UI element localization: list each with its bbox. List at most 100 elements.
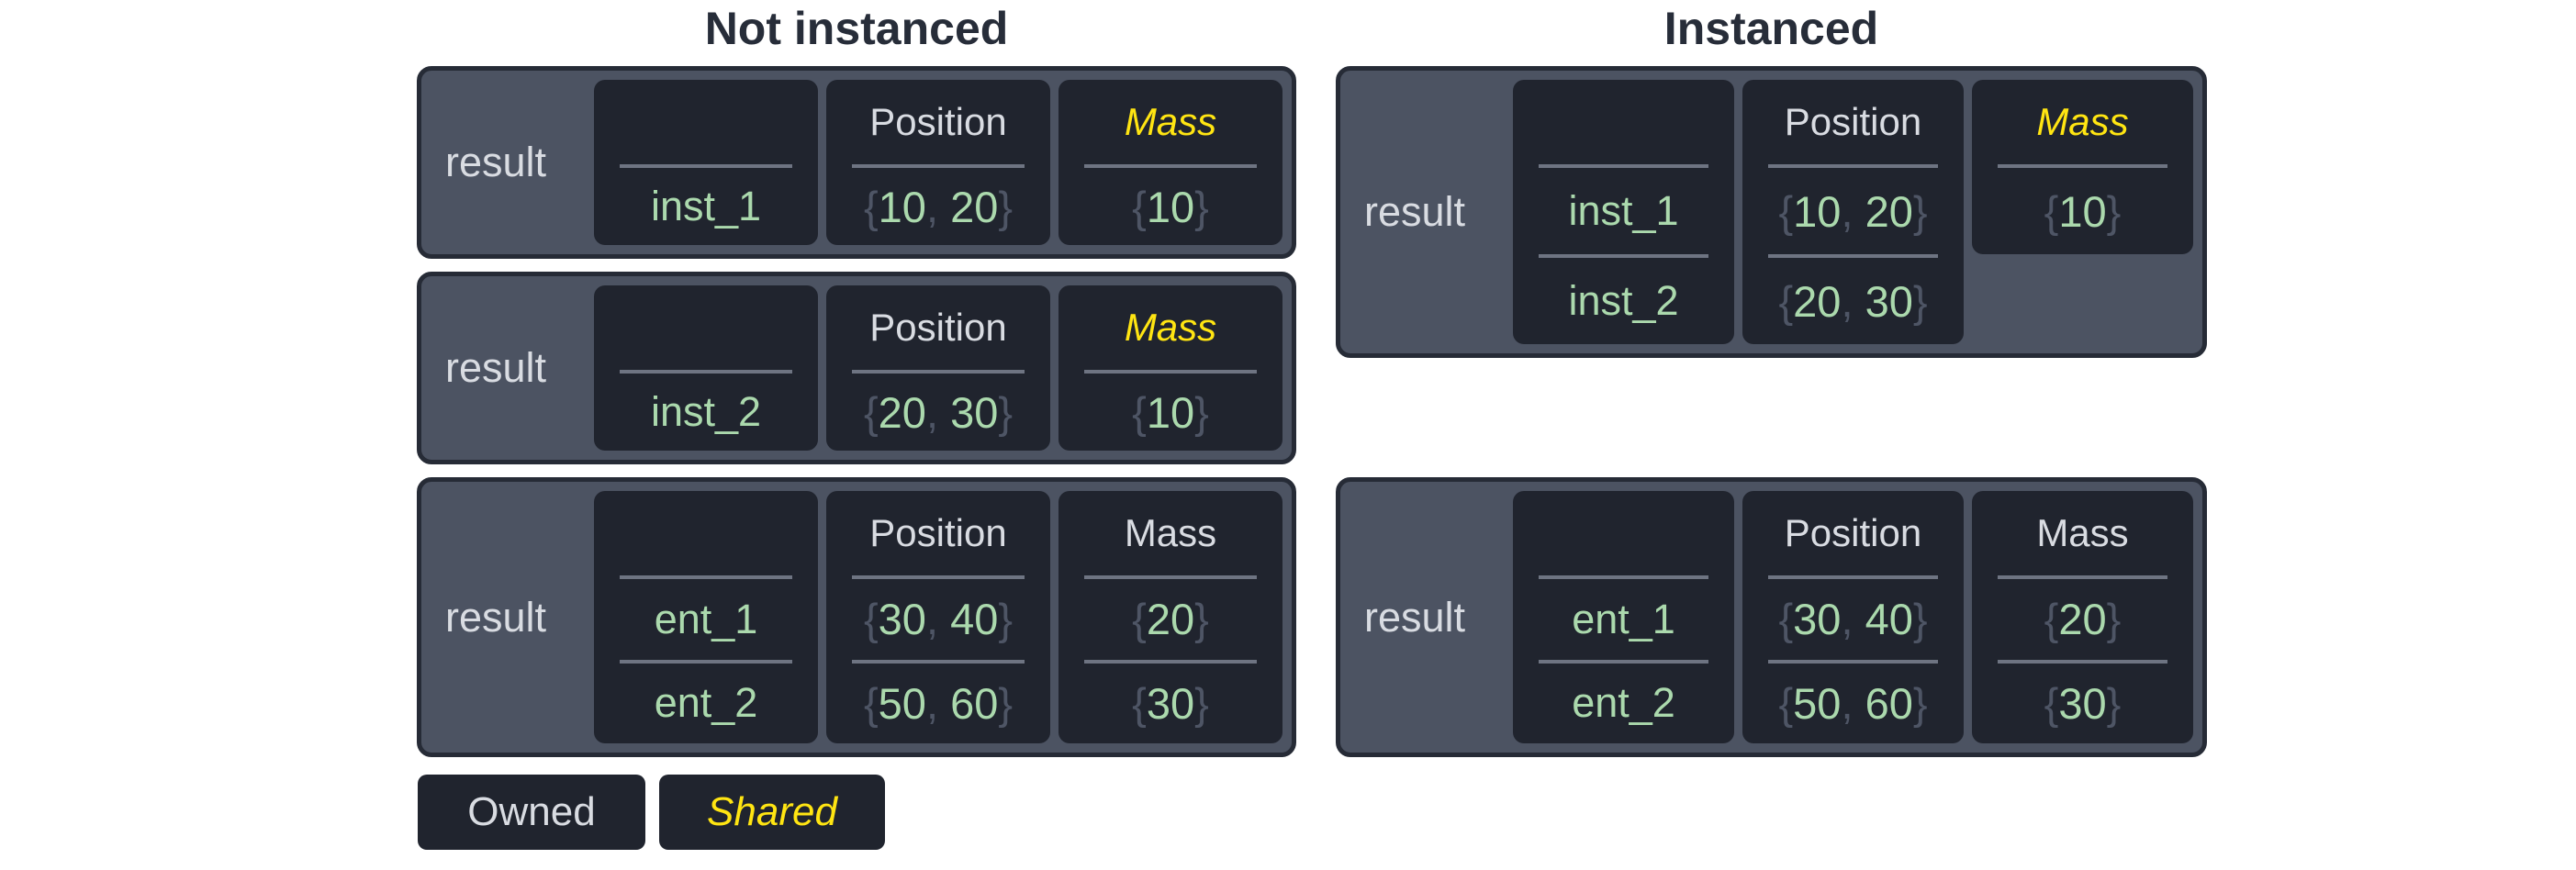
entity-column-card: inst_1 — [594, 80, 818, 245]
value-number: 20 — [950, 182, 999, 231]
result-label: result — [445, 593, 547, 641]
brace-close: } — [1194, 182, 1209, 231]
result-label: result — [445, 344, 547, 391]
value-number: 20 — [2058, 595, 2107, 644]
value-separator: , — [925, 595, 951, 644]
entity-column-header — [1513, 80, 1734, 164]
position-value: {10, 20} — [1742, 168, 1964, 254]
brace-close: } — [2106, 186, 2122, 236]
divider-line — [852, 575, 1025, 579]
value-number: 10 — [2058, 186, 2107, 236]
result-label: result — [1364, 188, 1466, 235]
component-cards: ent_1 ent_2 Position {30, 40} {50, 60} M… — [594, 491, 1282, 743]
value-number: 30 — [1146, 678, 1195, 728]
brace-open: { — [1132, 182, 1147, 231]
entity-name: ent_1 — [654, 595, 758, 642]
position-value: {10, 20} — [826, 168, 1050, 245]
value-separator: , — [1841, 186, 1865, 236]
entity-column-card: inst_1 inst_2 — [1513, 80, 1734, 344]
value-separator: , — [925, 678, 951, 728]
mass-value: {10} — [1058, 374, 1282, 451]
legend-shared-swatch: Shared — [659, 775, 885, 850]
mass-value: {30} — [1058, 664, 1282, 744]
value-separator: , — [1841, 595, 1865, 644]
brace-close: } — [998, 182, 1014, 231]
brace-open: { — [863, 387, 879, 437]
mass-column-header: Mass — [2036, 511, 2129, 554]
position-value: {50, 60} — [1742, 664, 1964, 744]
divider-line — [1084, 164, 1257, 168]
mass-column-header: Mass — [1124, 100, 1217, 143]
mass-value: {30} — [1972, 664, 2193, 744]
value-number: 40 — [1865, 595, 1913, 644]
brace-close: } — [1912, 186, 1928, 236]
divider-line — [1084, 575, 1257, 579]
brace-open: { — [1778, 186, 1794, 236]
value-number: 20 — [878, 387, 926, 437]
brace-close: } — [1912, 276, 1928, 326]
mass-column-header: Mass — [2036, 100, 2129, 143]
position-column-card: Position {30, 40} {50, 60} — [826, 491, 1050, 743]
entity-name: inst_2 — [650, 388, 762, 435]
mass-value: {10} — [1058, 168, 1282, 245]
mass-column-card-shared: Mass {10} — [1972, 80, 2193, 254]
mass-column-card: Mass {20} {30} — [1972, 491, 2193, 743]
brace-close: } — [1912, 678, 1928, 728]
position-value: {30, 40} — [1742, 579, 1964, 660]
brace-close: } — [998, 595, 1014, 644]
divider-line — [1539, 254, 1708, 258]
position-column-header: Position — [869, 306, 1007, 349]
divider-line — [1768, 164, 1938, 168]
brace-open: { — [2044, 678, 2059, 728]
brace-open: { — [863, 678, 879, 728]
divider-line — [1084, 659, 1257, 664]
panel-not-instanced-1: result inst_1 Position {10, 20} Mass {10… — [417, 66, 1296, 259]
value-number: 40 — [950, 595, 999, 644]
panel-not-instanced-2: result inst_2 Position {20, 30} Mass {10… — [417, 272, 1296, 464]
mass-column-header: Mass — [1124, 511, 1217, 554]
value-number: 30 — [950, 387, 999, 437]
value-number: 20 — [1793, 276, 1842, 326]
panel-instanced-1: result inst_1 inst_2 Position {10, 20} {… — [1336, 66, 2207, 358]
brace-open: { — [2044, 595, 2059, 644]
not-instanced-title: Not instanced — [704, 3, 1009, 54]
value-number: 60 — [1865, 678, 1913, 728]
result-label: result — [1364, 593, 1466, 641]
divider-line — [1768, 575, 1938, 579]
position-value: {30, 40} — [826, 579, 1050, 660]
divider-line — [852, 659, 1025, 664]
entity-name: ent_1 — [1572, 595, 1675, 642]
value-separator: , — [1841, 276, 1865, 326]
entity-name: inst_1 — [1568, 187, 1679, 234]
value-number: 30 — [878, 595, 926, 644]
divider-line — [1998, 659, 2167, 664]
entity-name: inst_2 — [1568, 277, 1679, 324]
mass-column-card: Mass {10} — [1058, 285, 1282, 451]
mass-column-header: Mass — [1124, 306, 1217, 349]
mass-value: {20} — [1972, 579, 2193, 660]
component-cards: inst_2 Position {20, 30} Mass {10} — [594, 285, 1282, 451]
value-number: 10 — [1146, 387, 1195, 437]
component-cards: ent_1 ent_2 Position {30, 40} {50, 60} M… — [1513, 491, 2193, 743]
value-number: 50 — [1793, 678, 1842, 728]
position-column-header: Position — [1784, 100, 1922, 143]
entity-name: ent_2 — [654, 679, 758, 727]
mass-column-card: Mass {20} {30} — [1058, 491, 1282, 743]
value-separator: , — [925, 182, 951, 231]
divider-line — [620, 659, 792, 664]
divider-line — [1998, 575, 2167, 579]
legend-owned-swatch: Owned — [418, 775, 645, 850]
value-number: 20 — [1865, 186, 1913, 236]
value-number: 50 — [878, 678, 926, 728]
value-number: 30 — [1865, 276, 1913, 326]
entity-name: inst_1 — [650, 183, 762, 229]
position-column-card: Position {10, 20} {20, 30} — [1742, 80, 1964, 344]
entity-column-header — [594, 80, 818, 164]
mass-value: {20} — [1058, 579, 1282, 660]
brace-open: { — [2044, 186, 2059, 236]
value-number: 60 — [950, 678, 999, 728]
entity-column-header — [1513, 491, 1734, 575]
position-column-card: Position {20, 30} — [826, 285, 1050, 451]
divider-line — [1539, 659, 1708, 664]
position-value: {50, 60} — [826, 664, 1050, 744]
